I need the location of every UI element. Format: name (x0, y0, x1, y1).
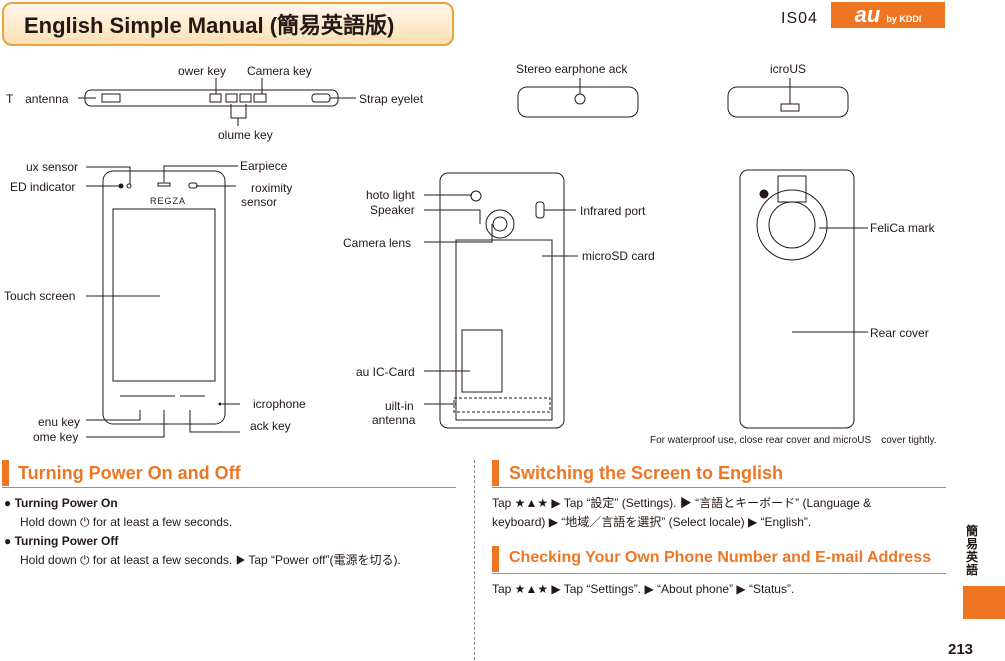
label-photo-light: hoto light (366, 188, 415, 202)
power-off-title-text: Turning Power Off (14, 534, 119, 548)
earphone-jack-shape (574, 93, 586, 105)
waterproof-note: For waterproof use, close rear cover and… (650, 435, 937, 446)
page-title: English Simple Manual (簡易英語版) (24, 13, 395, 38)
camera-key-shape (253, 93, 267, 103)
label-earpiece: Earpiece (240, 159, 288, 173)
page-number: 213 (948, 641, 974, 658)
english-step-2: keyboard) ▶ “地域／言語を選択” (Select locale) ▶… (492, 515, 812, 529)
side-tab-marker (963, 586, 1005, 619)
label-home-key: ome key (33, 430, 79, 444)
phone-back-view (739, 169, 855, 429)
phone-back-open-view (439, 172, 565, 429)
model-name: IS04 (781, 10, 818, 27)
title-box (2, 2, 454, 46)
front-screen-shape (112, 208, 216, 382)
label-proximity-sensor-2: sensor (241, 195, 278, 209)
phone-top-view (84, 89, 339, 107)
label-power-key: ower key (178, 64, 227, 78)
label-microusb: icroUS (770, 62, 807, 76)
label-menu-key: enu key (38, 415, 81, 429)
volume-key-down-shape (239, 93, 252, 103)
section-english-rule (492, 487, 946, 488)
top-view-model-plate (101, 93, 121, 103)
label-touch-screen: Touch screen (4, 289, 76, 303)
label-tv-antenna: T antenna (6, 92, 69, 106)
label-lux-sensor: ux sensor (26, 160, 79, 174)
brand-sub: by KDDI (886, 14, 922, 24)
label-felica-mark: FeliCa mark (870, 221, 935, 235)
label-microphone: icrophone (253, 397, 306, 411)
section-phone-number-rule (492, 573, 946, 574)
brand-logo: au by KDDI (831, 2, 945, 28)
power-off-title: ● Turning Power Off (4, 534, 119, 548)
section-power-rule (2, 487, 456, 488)
power-on-title: ● Turning Power On (4, 496, 118, 510)
power-on-title-text: Turning Power On (14, 496, 118, 510)
section-english-title: Switching the Screen to English (509, 463, 784, 483)
label-camera-lens: Camera lens (343, 236, 412, 250)
section-phone-number-bar (492, 546, 499, 572)
volume-key-up-shape (225, 93, 238, 103)
microusb-shape (780, 103, 800, 112)
front-brand-logo: REGZA (150, 196, 187, 206)
power-on-body: Hold down ⏻ for at least a few seconds. (20, 515, 233, 529)
brand-text: au (854, 2, 881, 27)
english-step-1: Tap ★▲★ ▶ Tap “設定” (Settings). ▶ “言語とキーボ… (492, 496, 872, 510)
power-off-body: Hold down ⏻ for at least a few seconds. … (20, 553, 401, 567)
label-strap-eyelet: Strap eyelet (359, 92, 424, 106)
label-builtin-antenna: uilt-in (385, 399, 414, 413)
battery-compartment-shape (455, 239, 553, 421)
label-builtin-antenna-2: antenna (372, 413, 416, 427)
label-infrared-port: Infrared port (580, 204, 646, 218)
label-microsd-card: microSD card (582, 249, 655, 263)
label-back-key: ack key (250, 419, 291, 433)
label-led-indicator: ED indicator (10, 180, 76, 194)
side-tab-label: 簡易英語 (966, 524, 979, 577)
power-key-shape (209, 93, 222, 103)
label-rear-cover: Rear cover (870, 326, 929, 340)
label-au-ic-card: au IC-Card (356, 365, 415, 379)
phone-top-end-view (727, 86, 849, 118)
strap-eyelet-shape (311, 93, 331, 103)
section-power-title: Turning Power On and Off (18, 463, 241, 483)
section-phone-number-title: Checking Your Own Phone Number and E-mai… (509, 549, 931, 566)
label-speaker: Speaker (370, 203, 415, 217)
phone-diagrams (78, 78, 868, 438)
label-volume-key: olume key (218, 128, 273, 142)
section-english-bar (492, 460, 499, 486)
column-divider (474, 460, 475, 660)
label-stereo-earphone-jack: Stereo earphone ack (516, 62, 628, 76)
phone-number-step: Tap ★▲★ ▶ Tap “Settings”. ▶ “About phone… (492, 582, 795, 596)
label-camera-key: Camera key (247, 64, 312, 78)
label-proximity-sensor: roximity (251, 181, 293, 195)
phone-bottom-end-view (517, 86, 639, 118)
section-power-bar (2, 460, 9, 486)
